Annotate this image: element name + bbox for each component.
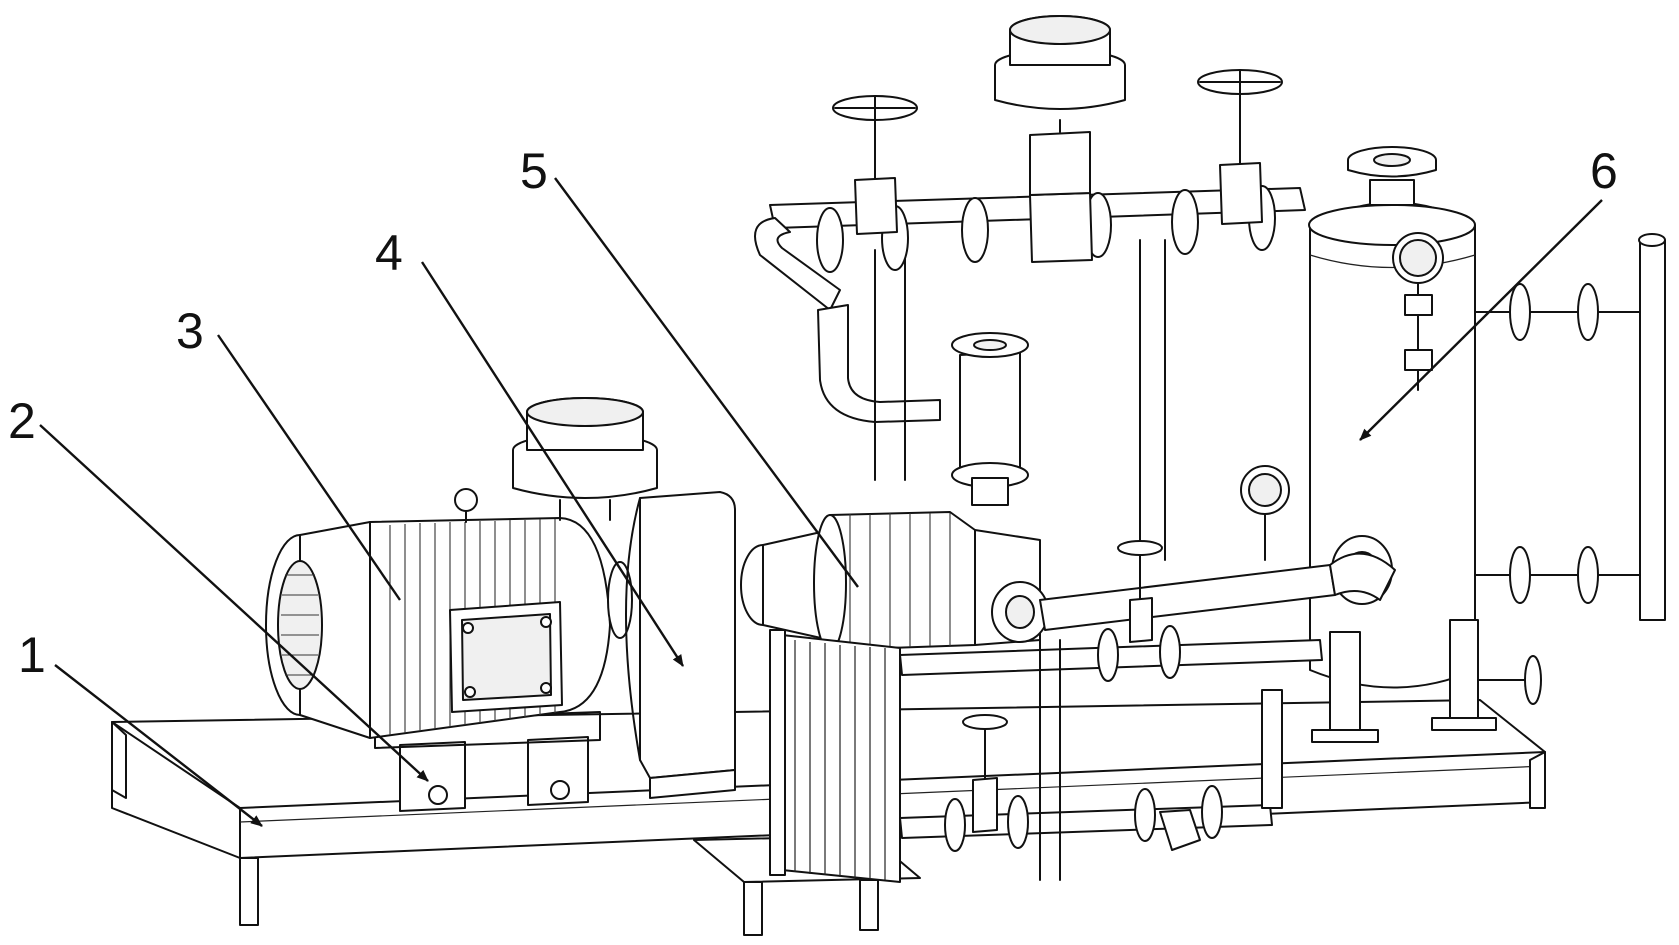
leader-3 xyxy=(217,334,401,601)
callout-4: 4 xyxy=(375,225,403,281)
leader-2 xyxy=(39,424,429,782)
leader-6 xyxy=(1359,199,1603,441)
motor-mounting-feet xyxy=(374,711,601,812)
vacuum-pump xyxy=(740,511,1049,652)
leader-4 xyxy=(420,261,685,667)
separator-tank xyxy=(1308,146,1666,743)
leader-5 xyxy=(554,177,859,588)
leader-1 xyxy=(54,664,263,827)
plate-heat-exchanger xyxy=(769,629,901,883)
electric-motor xyxy=(265,488,633,739)
callout-1: 1 xyxy=(18,627,46,683)
callout-3: 3 xyxy=(176,303,204,359)
callout-6: 6 xyxy=(1590,143,1618,199)
coupling-guard xyxy=(512,397,736,799)
callout-labels: 1 2 3 4 5 6 xyxy=(8,143,1618,683)
callout-leaders xyxy=(39,177,1603,827)
piping-and-valves xyxy=(754,15,1396,881)
callout-5: 5 xyxy=(520,143,548,199)
callout-2: 2 xyxy=(8,393,36,449)
